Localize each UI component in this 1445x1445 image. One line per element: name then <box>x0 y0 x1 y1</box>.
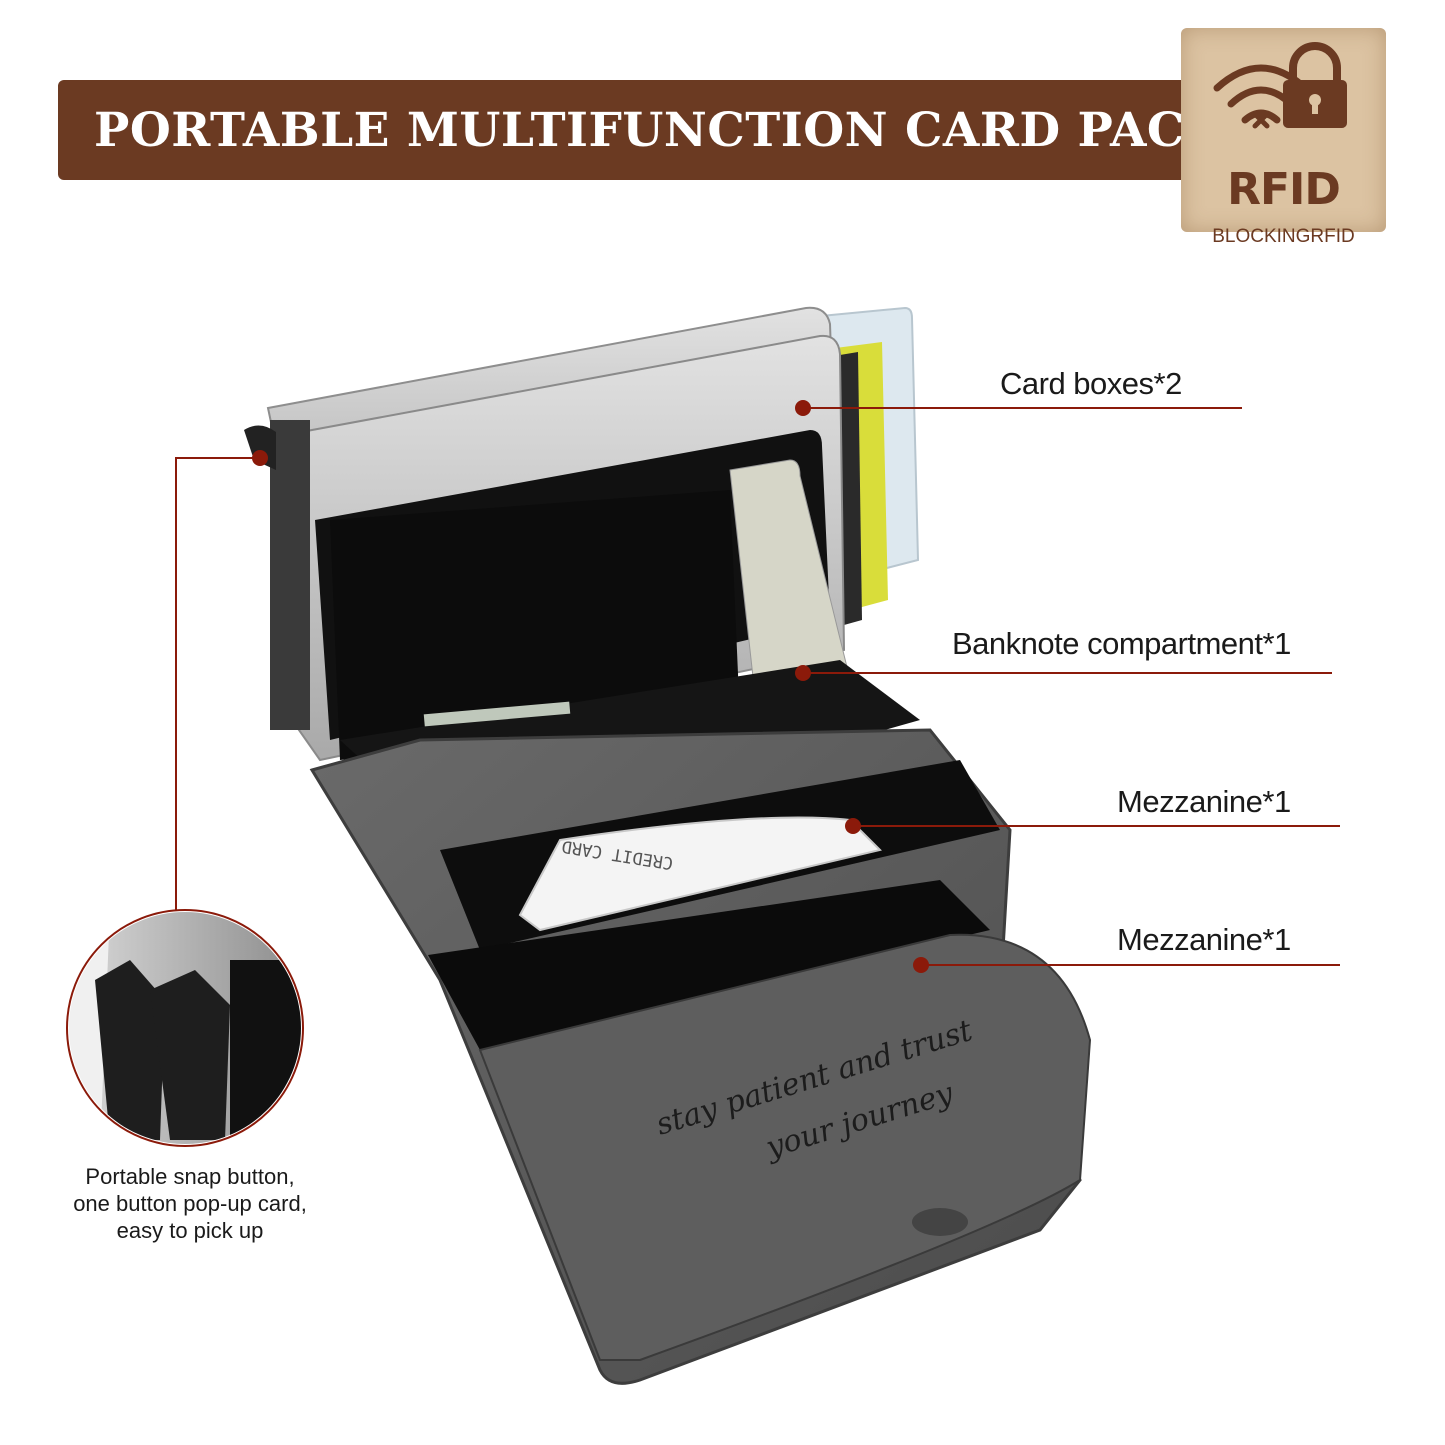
header-banner: PORTABLE MULTIFUNCTION CARD PACKAGE <box>58 80 1338 180</box>
callout-card-boxes: Card boxes*2 <box>1000 366 1182 401</box>
mezzanine-lower-flap <box>478 933 1092 1361</box>
snap-button-detail <box>69 912 301 1144</box>
marker-mezzanine-upper <box>845 818 861 834</box>
banknote-edge <box>423 701 571 727</box>
wifi-lock-icon <box>1213 42 1347 129</box>
rfid-badge: RFID BLOCKINGRFID <box>1181 28 1386 247</box>
caption-line1: Portable snap button, <box>85 1164 295 1189</box>
caption-line2: one button pop-up card, <box>73 1191 307 1216</box>
mezzanine-lower-pocket <box>428 880 990 1050</box>
snap-button <box>244 425 276 470</box>
snap-button-caption: Portable snap button, one button pop-up … <box>40 1163 340 1244</box>
marker-card-boxes <box>795 400 811 416</box>
snap-button-side <box>270 420 310 730</box>
page-title: PORTABLE MULTIFUNCTION CARD PACKAGE <box>94 102 1339 158</box>
leader-snap-button <box>175 457 258 910</box>
caption-line3: easy to pick up <box>116 1218 264 1243</box>
callout-banknote-compartment: Banknote compartment*1 <box>952 626 1291 661</box>
marker-snap-button <box>252 450 268 466</box>
callout-mezzanine-upper: Mezzanine*1 <box>1117 784 1291 819</box>
callout-lines <box>175 407 1340 966</box>
callout-mezzanine-lower: Mezzanine*1 <box>1117 922 1291 957</box>
callout-markers <box>252 400 929 973</box>
marker-banknote <box>795 665 811 681</box>
wallet-clasp <box>912 1208 968 1236</box>
rfid-label: RFID <box>1227 164 1341 215</box>
rfid-sublabel: BLOCKINGRFID <box>1212 226 1355 247</box>
marker-mezzanine-lower <box>913 957 929 973</box>
